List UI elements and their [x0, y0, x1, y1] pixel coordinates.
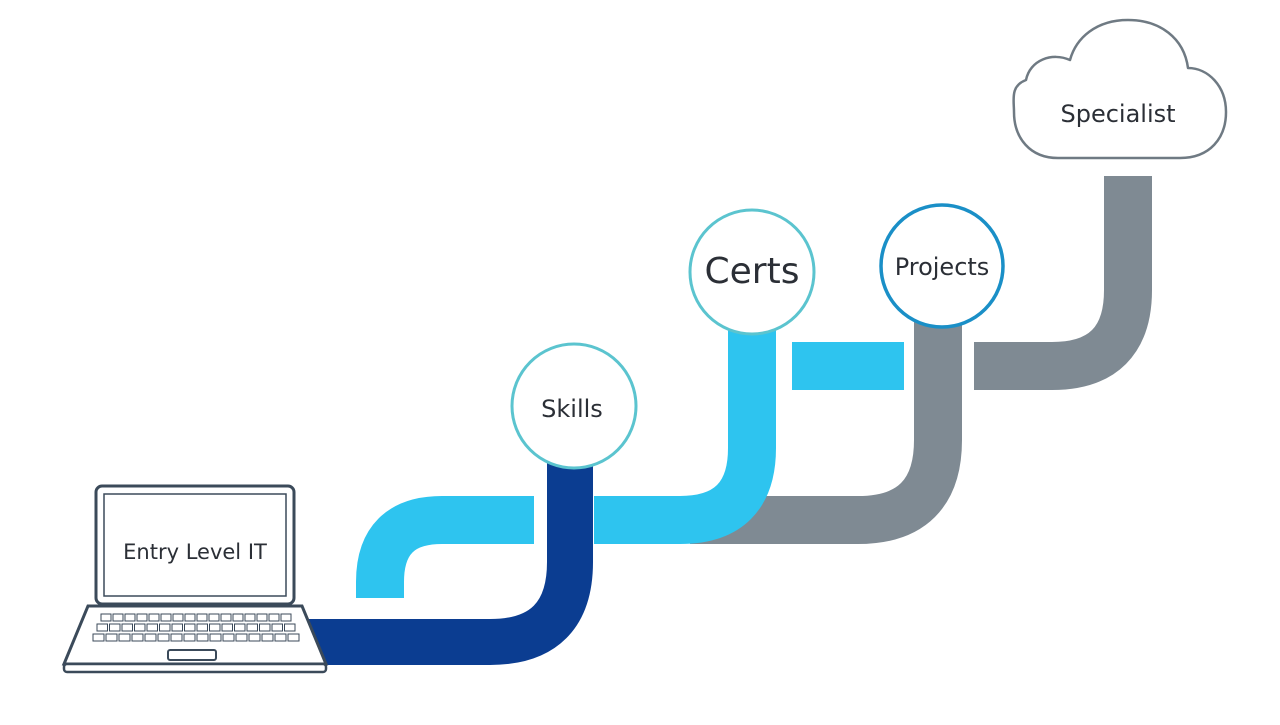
certs-label: Certs — [705, 251, 800, 292]
keyboard-key — [274, 633, 287, 642]
keyboard-key — [271, 623, 283, 632]
keyboard-key — [184, 613, 196, 622]
keyboard-key — [234, 623, 246, 632]
light-blue-path — [356, 322, 904, 598]
keyboard-key — [261, 633, 274, 642]
keyboard-key — [246, 623, 258, 632]
keyboard-key — [248, 633, 261, 642]
cloud-icon: Specialist — [1012, 18, 1228, 160]
keyboard-key — [232, 613, 244, 622]
skills-label: Skills — [541, 395, 603, 423]
keyboard-key — [172, 613, 184, 622]
laptop-label: Entry Level IT — [123, 540, 267, 564]
certs-node: Certs — [688, 208, 816, 336]
skills-node: Skills — [510, 342, 638, 470]
keyboard-key — [256, 613, 268, 622]
projects-node: Projects — [879, 203, 1005, 329]
keyboard-key — [222, 633, 235, 642]
keyboard-key — [136, 613, 148, 622]
laptop-trackpad — [167, 649, 217, 661]
keyboard-key — [183, 633, 196, 642]
light-blue-segment — [792, 342, 904, 390]
keyboard-key — [171, 623, 183, 632]
specialist-label: Specialist — [1060, 100, 1175, 128]
keyboard-key — [109, 623, 121, 632]
keyboard-key — [112, 613, 124, 622]
keyboard-key — [157, 633, 170, 642]
keyboard-key — [96, 623, 108, 632]
keyboard-key — [131, 633, 144, 642]
keyboard-key — [220, 613, 232, 622]
keyboard-key — [159, 623, 171, 632]
projects-label: Projects — [895, 253, 990, 281]
certs-circle — [688, 208, 816, 336]
keyboard-key — [287, 633, 300, 642]
keyboard-key — [170, 633, 183, 642]
keyboard-key — [196, 623, 208, 632]
keyboard-key — [268, 613, 280, 622]
keyboard-key — [244, 613, 256, 622]
keyboard-key — [196, 613, 208, 622]
keyboard-key — [124, 613, 136, 622]
keyboard-key — [105, 633, 118, 642]
keyboard-key — [118, 633, 131, 642]
keyboard-key — [284, 623, 296, 632]
keyboard-key — [208, 613, 220, 622]
keyboard-key — [148, 613, 160, 622]
keyboard-key — [235, 633, 248, 642]
keyboard-key — [92, 633, 105, 642]
laptop-icon: Entry Level IT — [61, 484, 329, 674]
keyboard-key — [280, 613, 292, 622]
keyboard-key — [121, 623, 133, 632]
laptop-keyboard — [92, 613, 300, 642]
keyboard-key — [209, 633, 222, 642]
keyboard-key — [259, 623, 271, 632]
keyboard-key — [134, 623, 146, 632]
keyboard-key — [160, 613, 172, 622]
keyboard-key — [146, 623, 158, 632]
projects-circle — [879, 203, 1005, 329]
dark-blue-path — [300, 460, 593, 665]
keyboard-key — [221, 623, 233, 632]
keyboard-key — [144, 633, 157, 642]
gray-path — [690, 176, 1152, 544]
keyboard-key — [196, 633, 209, 642]
skills-circle — [510, 342, 638, 470]
keyboard-key — [100, 613, 112, 622]
keyboard-key — [209, 623, 221, 632]
keyboard-key — [184, 623, 196, 632]
